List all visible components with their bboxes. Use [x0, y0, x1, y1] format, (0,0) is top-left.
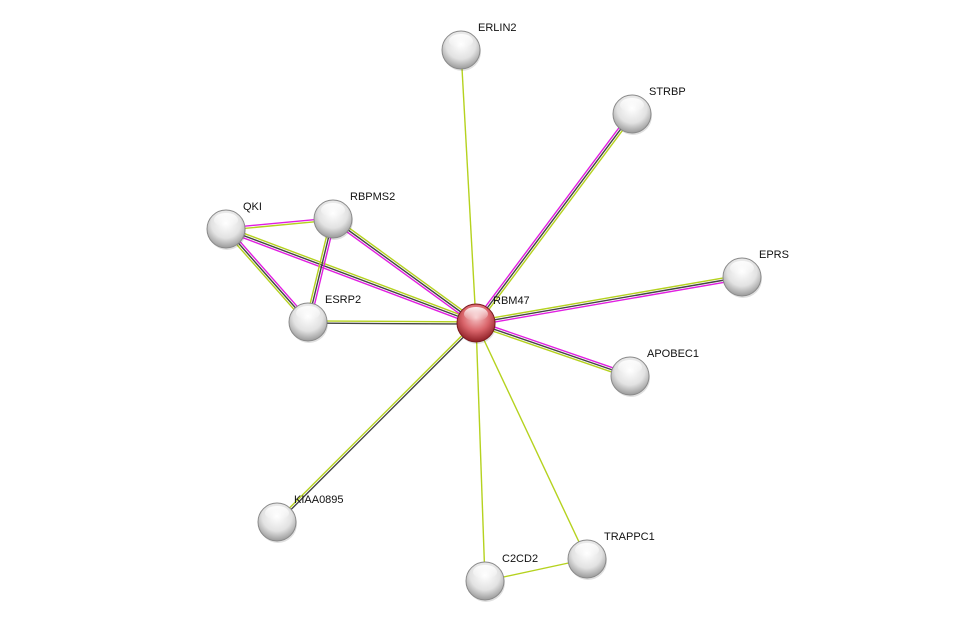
node-highlight	[296, 306, 320, 320]
edge-rbm47-rbpms2[interactable]	[331, 216, 478, 326]
node-label: RBPMS2	[350, 191, 395, 203]
edge-line-textmining	[460, 49, 477, 324]
edge-line-coexpression	[475, 113, 633, 324]
node-highlight	[321, 203, 345, 217]
edge-line-coexpression	[475, 276, 743, 324]
edge-rbm47-qki[interactable]	[224, 226, 478, 326]
node-esrp2[interactable]: ESRP2	[288, 294, 361, 343]
node-highlight	[618, 360, 642, 374]
node-rbm47[interactable]: RBM47	[456, 295, 530, 344]
edge-rbm47-trappc1[interactable]	[475, 322, 588, 560]
node-label: C2CD2	[502, 553, 538, 565]
edge-rbm47-c2cd2[interactable]	[475, 322, 486, 582]
node-highlight	[265, 506, 289, 520]
edge-line-textmining	[475, 322, 588, 560]
edge-rbm47-erlin2[interactable]	[460, 49, 477, 324]
edge-rbm47-esrp2[interactable]	[307, 320, 477, 325]
node-label: KIAA0895	[294, 494, 344, 506]
edge-line-textmining	[477, 114, 635, 325]
edge-line-coexpression	[225, 228, 309, 323]
node-label: ERLIN2	[478, 22, 517, 34]
node-label: EPRS	[759, 249, 789, 261]
node-rbpms2[interactable]: RBPMS2	[313, 191, 395, 240]
node-highlight	[620, 98, 644, 112]
node-highlight	[473, 565, 497, 579]
node-eprs[interactable]: EPRS	[722, 249, 789, 298]
edge-line-textmining	[475, 322, 486, 582]
node-highlight	[464, 307, 488, 321]
node-label: STRBP	[649, 86, 686, 98]
edge-rbm47-strbp[interactable]	[473, 112, 635, 325]
node-kiaa0895[interactable]: KIAA0895	[257, 494, 344, 543]
edge-rbm47-apobec1[interactable]	[475, 320, 631, 379]
edge-line-coexpression	[225, 228, 477, 324]
edge-line-coexpression	[475, 322, 631, 377]
node-label: ESRP2	[325, 294, 361, 306]
node-strbp[interactable]: STRBP	[612, 86, 686, 135]
node-highlight	[730, 261, 754, 275]
edge-line-coexpression	[332, 218, 477, 324]
node-label: APOBEC1	[647, 348, 699, 360]
edge-line-textmining	[275, 321, 476, 522]
edge-qki-esrp2[interactable]	[223, 227, 311, 324]
edge-line-textmining	[475, 324, 630, 379]
edge-line-experiments	[473, 112, 631, 323]
node-label: TRAPPC1	[604, 531, 655, 543]
edge-line-textmining	[223, 229, 307, 324]
node-highlight	[575, 543, 599, 557]
edge-line-experiments	[331, 220, 476, 326]
edge-line-experiments	[227, 227, 311, 322]
node-label: QKI	[243, 201, 262, 213]
edge-line-textmining	[333, 216, 478, 322]
edge-line-textmining	[475, 274, 742, 322]
edge-rbm47-kiaa0895[interactable]	[275, 321, 478, 524]
edge-line-experiments	[476, 278, 743, 326]
edge-line-experiments	[224, 230, 476, 326]
node-trappc1[interactable]: TRAPPC1	[567, 531, 655, 580]
edge-rbm47-eprs[interactable]	[475, 274, 743, 326]
edge-line-textmining	[226, 226, 478, 322]
node-qki[interactable]: QKI	[206, 201, 262, 250]
node-highlight	[449, 34, 473, 48]
node-apobec1[interactable]: APOBEC1	[610, 348, 699, 397]
node-label: RBM47	[493, 295, 530, 307]
edge-line-experiments	[476, 320, 631, 375]
edge-line-textmining	[308, 320, 477, 323]
node-c2cd2[interactable]: C2CD2	[465, 553, 538, 602]
node-highlight	[214, 213, 238, 227]
node-erlin2[interactable]: ERLIN2	[441, 22, 517, 71]
edge-line-coexpression	[307, 322, 476, 325]
edge-line-coexpression	[277, 323, 478, 524]
